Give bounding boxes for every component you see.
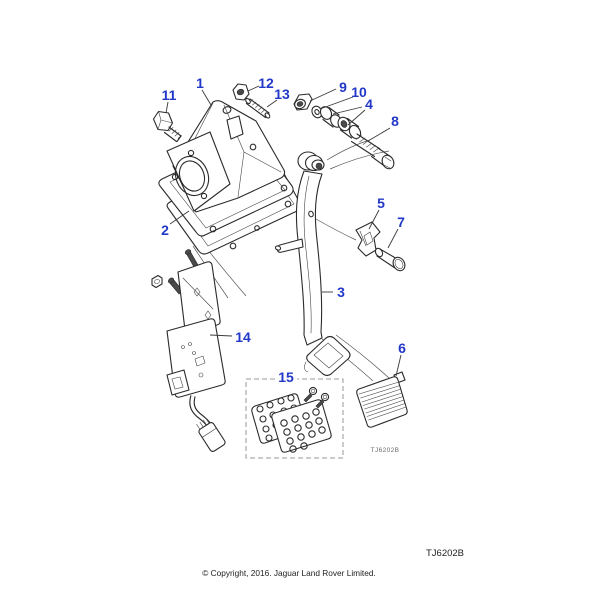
pedal-bracket-drawing [158, 100, 294, 237]
pad-ribs [358, 381, 407, 421]
callout-3: 3 [337, 284, 345, 300]
pedal-pad-drawing [356, 371, 408, 428]
wiring-connector [196, 418, 226, 452]
mounting-fasteners-drawing [152, 83, 271, 143]
callout-11: 11 [162, 87, 177, 103]
callout-6: 6 [398, 340, 406, 356]
cover-plate-front [271, 399, 332, 453]
pivot-hardware-drawing [293, 93, 395, 170]
footer-drawing-code: TJ6202B [426, 548, 464, 559]
cover-screws [303, 386, 330, 409]
clevis-pin-drawing [374, 247, 406, 272]
callout-12: 12 [258, 75, 274, 91]
footer-copyright: © Copyright, 2016. Jaguar Land Rover Lim… [202, 568, 376, 578]
callout-4: 4 [365, 96, 373, 112]
callout-numbers: 1 2 3 4 5 6 7 8 9 10 11 12 13 14 15 [161, 75, 406, 385]
callout-9: 9 [339, 79, 347, 95]
callout-7: 7 [397, 214, 405, 230]
inline-drawing-code: TJ6202B [371, 447, 400, 454]
pedal-arm-drawing [274, 151, 351, 377]
switch-assembly-drawing [151, 249, 226, 452]
callout-8: 8 [391, 113, 399, 129]
callout-13: 13 [274, 86, 290, 102]
callout-14: 14 [235, 329, 251, 345]
callout-15: 15 [278, 369, 294, 385]
pedal-cover-kit-drawing [245, 378, 344, 459]
callout-10: 10 [351, 84, 367, 100]
callout-1: 1 [196, 75, 204, 91]
callout-2: 2 [161, 222, 169, 238]
callout-leader-lines [165, 85, 402, 377]
callout-5: 5 [377, 195, 385, 211]
